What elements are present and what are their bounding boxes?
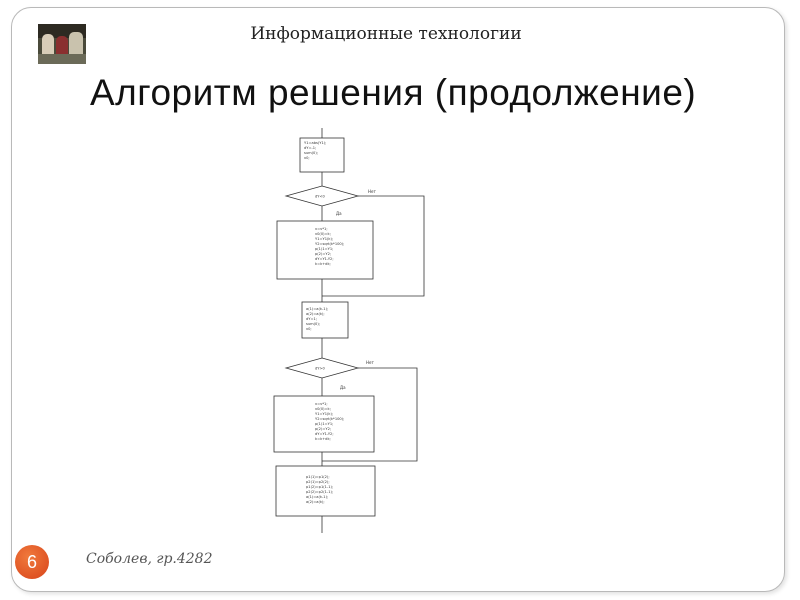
flow-block-5-line: p1(1)=p1(2); bbox=[306, 475, 330, 479]
flow-block-1-line: dY=-1; bbox=[304, 146, 316, 150]
flow-block-2-line: p(1)1=Y1; bbox=[315, 247, 333, 251]
flow-block-4-line: Y1=Y1(k); bbox=[315, 412, 333, 416]
flow-block-2-line: v=v*1; bbox=[315, 227, 328, 231]
flow-block-4-line: v=v*1; bbox=[315, 402, 328, 406]
page-number-badge: 6 bbox=[15, 545, 49, 579]
flow-block-3-line: a(1)=a(k-1); bbox=[306, 307, 328, 311]
slide-title: Алгоритм решения (продолжение) bbox=[90, 72, 697, 113]
flow-decision-1-no: Нет bbox=[368, 189, 376, 194]
flow-block-1 bbox=[299, 137, 345, 173]
slide-footer: Соболев, гр.4282 bbox=[86, 551, 213, 567]
flow-block-3-line: a(2)=a(k); bbox=[306, 312, 325, 316]
slide-header: Информационные технологии bbox=[250, 24, 522, 44]
flow-block-1-line: Y1=abs(Y1); bbox=[304, 141, 326, 145]
flow-block-1-line: sum(0); bbox=[304, 151, 318, 155]
flow-block-3-line: dY=1; bbox=[306, 317, 317, 321]
slide-frame bbox=[11, 7, 785, 592]
header-photo bbox=[38, 24, 86, 64]
flow-block-4-line: p(2)=Y2; bbox=[315, 427, 331, 431]
flow-block-4-line: v0(0)=k; bbox=[315, 407, 331, 411]
flow-block-2-line: v0(0)=k; bbox=[315, 232, 331, 236]
flow-block-3-line: v0; bbox=[306, 327, 312, 331]
flow-block-5-line: p1(2)=p1(1-1); bbox=[306, 485, 333, 489]
flow-block-1-line: v0; bbox=[304, 156, 310, 160]
flow-block-5-line: p2(1)=p2(2); bbox=[306, 480, 330, 484]
flow-decision-1-text: dY<0 bbox=[315, 195, 325, 199]
flow-decision-2-no: Нет bbox=[366, 360, 374, 365]
flow-block-2-line: Y1=Y1(k); bbox=[315, 237, 333, 241]
flow-decision-2-text: dY>0 bbox=[315, 367, 325, 371]
flow-block-5-line: a(2)=a(k); bbox=[306, 500, 325, 504]
flow-block-5 bbox=[275, 465, 376, 517]
flow-block-2-line: Y2=sqrt(k*100); bbox=[315, 242, 344, 246]
flow-block-2-line: dY=Y1-Y2; bbox=[315, 257, 334, 261]
flow-decision-2-yes: Да bbox=[340, 385, 346, 390]
flow-block-4-line: Y2=sqrt(k*100); bbox=[315, 417, 344, 421]
flow-block-4 bbox=[273, 395, 375, 453]
flow-block-4-line: k=k+dk; bbox=[315, 437, 331, 441]
flow-block-3 bbox=[301, 301, 349, 339]
flow-block-5-line: a(1)=a(k-1); bbox=[306, 495, 328, 499]
flow-block-4-line: p(1)1=Y1; bbox=[315, 422, 333, 426]
flow-block-5-line: p2(2)=p2(1-1); bbox=[306, 490, 333, 494]
flow-block-3-line: sum(0); bbox=[306, 322, 320, 326]
flow-block-2 bbox=[276, 220, 374, 280]
flowchart: Y1=abs(Y1); dY=-1; sum(0); v0; dY<0 Нет … bbox=[273, 128, 425, 533]
flow-block-2-line: k=k+dk; bbox=[315, 262, 331, 266]
flow-decision-1-yes: Да bbox=[336, 211, 342, 216]
flow-block-2-line: p(2)=Y2; bbox=[315, 252, 331, 256]
flow-block-4-line: dY=Y1-Y2; bbox=[315, 432, 334, 436]
